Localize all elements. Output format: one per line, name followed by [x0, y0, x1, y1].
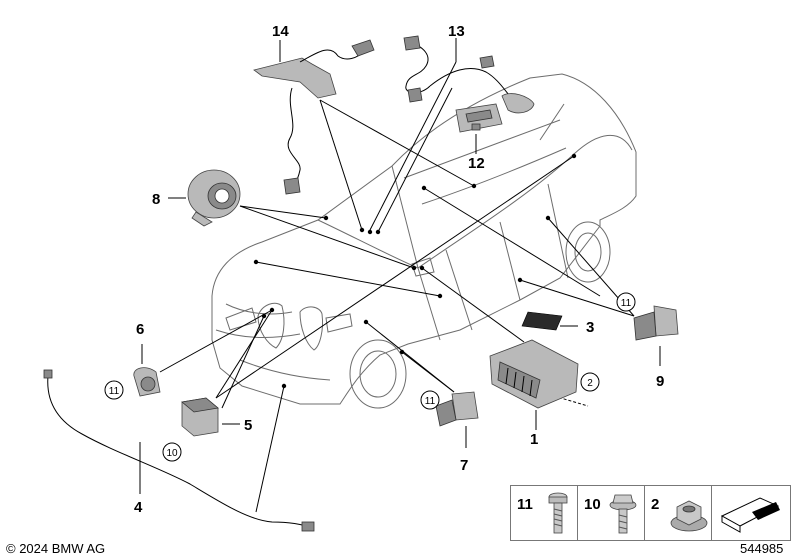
part-7-sensor [435, 391, 479, 427]
car-outline [211, 73, 637, 409]
hex-flange-bolt-icon [609, 494, 637, 534]
legend-bolt-10: 10 [577, 485, 645, 541]
circled-label-11-right: 11 [616, 292, 636, 312]
svg-text:2: 2 [587, 378, 593, 389]
circled-labels: 11 11 11 10 2 [104, 292, 636, 462]
part-4-cable [43, 369, 315, 532]
leader-lines [139, 38, 661, 513]
circled-label-2: 2 [580, 372, 600, 392]
circled-label-11-middle: 11 [420, 390, 440, 410]
legend-number: 10 [584, 496, 601, 513]
label-7: 7 [460, 457, 468, 474]
connection-dots [253, 153, 577, 389]
part-8-clockspring [187, 169, 241, 227]
hex-flange-nut-icon [670, 500, 708, 532]
part-1-control-unit [489, 339, 579, 409]
legend-nut-2: 2 [644, 485, 712, 541]
part-5-sensor [181, 397, 219, 437]
label-6: 6 [136, 321, 144, 338]
label-8: 8 [152, 191, 160, 208]
legend-arrow [711, 485, 791, 541]
part-6-sensor [133, 367, 161, 397]
diagram-number: 544985 [740, 541, 784, 556]
label-14: 14 [272, 23, 289, 40]
svg-text:10: 10 [166, 448, 178, 459]
part-14-harness [253, 39, 375, 195]
part-12-sensor [455, 103, 503, 133]
part-13-harness [403, 35, 535, 114]
svg-text:11: 11 [109, 386, 120, 397]
label-9: 9 [656, 373, 664, 390]
part-3-plate [521, 311, 563, 331]
label-1: 1 [530, 431, 538, 448]
svg-text:11: 11 [621, 298, 632, 309]
arrow-pointer-icon [720, 497, 780, 533]
label-13: 13 [448, 23, 465, 40]
svg-text:11: 11 [425, 396, 436, 407]
label-12: 12 [468, 155, 485, 172]
legend-number: 11 [517, 496, 533, 513]
legend-bolt-11: 11 [510, 485, 578, 541]
circled-label-10: 10 [162, 442, 182, 462]
legend-number: 2 [651, 496, 660, 513]
part-labels: 14 13 12 8 9 3 1 7 6 5 4 [134, 23, 664, 516]
label-4: 4 [134, 499, 143, 516]
label-3: 3 [586, 319, 594, 336]
copyright-text: © 2024 BMW AG [6, 541, 106, 556]
part-9-sensor [633, 305, 679, 341]
torx-bolt-icon [548, 492, 568, 534]
circled-label-11-left: 11 [104, 380, 124, 400]
label-5: 5 [244, 417, 252, 434]
